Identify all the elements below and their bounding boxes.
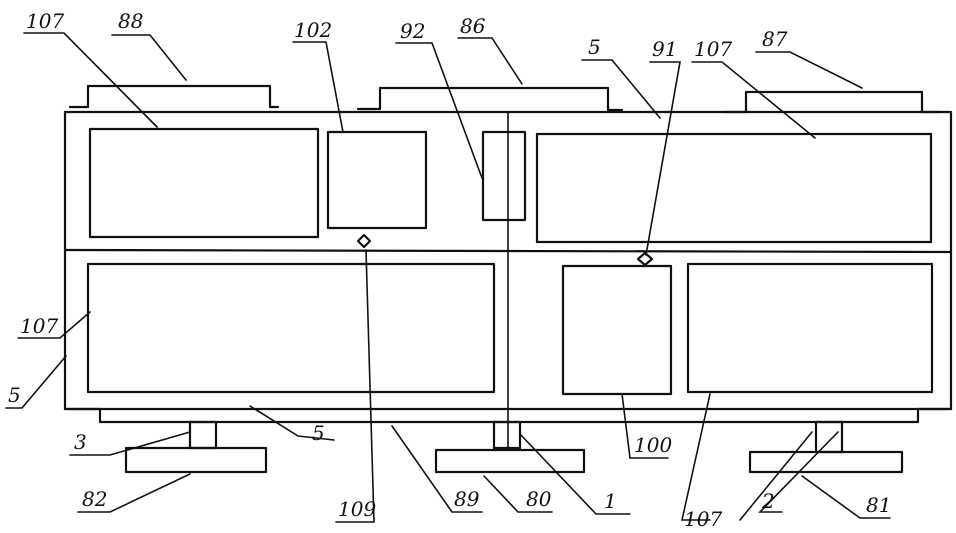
panel-upper-right bbox=[535, 132, 933, 244]
marker-91 bbox=[636, 251, 654, 267]
label-1: 1 bbox=[604, 489, 617, 513]
label-91: 91 bbox=[652, 37, 677, 61]
label-5-bottom: 5 bbox=[312, 421, 325, 445]
label-92: 92 bbox=[400, 19, 425, 43]
panel-upper-left bbox=[88, 127, 320, 239]
label-3: 3 bbox=[74, 430, 87, 454]
label-88: 88 bbox=[118, 9, 143, 33]
label-107-left: 107 bbox=[20, 314, 58, 338]
label-102: 102 bbox=[294, 18, 332, 42]
foot-82 bbox=[124, 420, 268, 474]
label-107-top-left: 107 bbox=[26, 9, 64, 33]
leader-lines bbox=[5, 32, 891, 523]
panel-92 bbox=[481, 130, 527, 222]
label-100: 100 bbox=[634, 433, 672, 457]
label-86: 86 bbox=[460, 14, 486, 38]
label-5-left: 5 bbox=[8, 383, 21, 407]
label-109: 109 bbox=[338, 497, 376, 521]
label-107-bottom-right: 107 bbox=[684, 507, 722, 531]
panel-102 bbox=[326, 130, 428, 230]
panel-lower-left bbox=[86, 262, 496, 394]
marker-109 bbox=[356, 233, 372, 249]
label-87: 87 bbox=[762, 27, 788, 51]
label-107-top-right: 107 bbox=[694, 37, 732, 61]
label-81: 81 bbox=[866, 493, 891, 517]
label-80: 80 bbox=[526, 487, 552, 511]
foot-80 bbox=[434, 420, 586, 474]
label-5-top: 5 bbox=[588, 35, 601, 59]
label-2: 2 bbox=[761, 489, 775, 513]
label-82: 82 bbox=[82, 487, 107, 511]
label-89: 89 bbox=[454, 487, 480, 511]
panel-lower-right bbox=[686, 262, 934, 394]
top-rail-87 bbox=[722, 90, 942, 114]
top-rail-86 bbox=[356, 86, 624, 112]
foot-81 bbox=[748, 420, 904, 474]
top-rail-88 bbox=[68, 84, 280, 109]
panel-100 bbox=[561, 264, 673, 396]
